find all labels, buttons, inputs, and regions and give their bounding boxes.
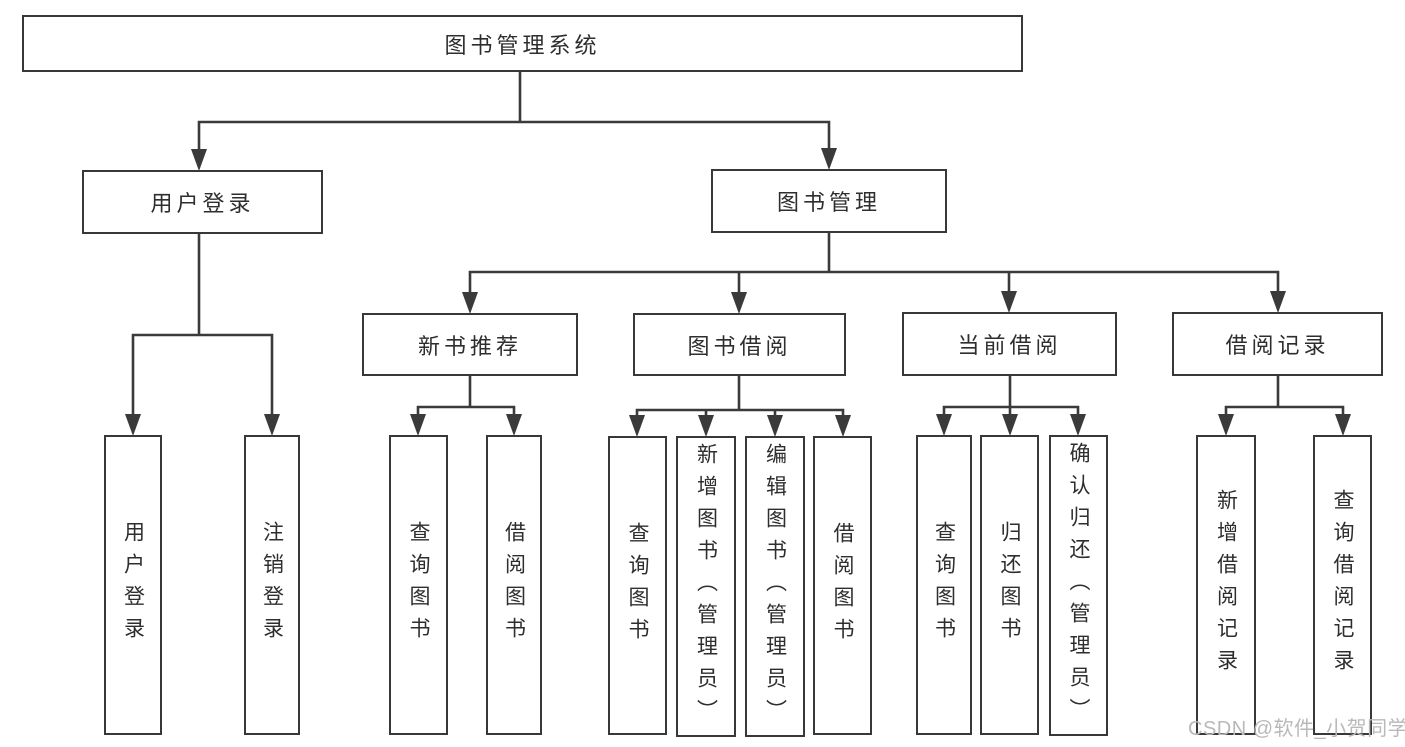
- leaf-cb-query-books: 查询图书: [916, 435, 972, 735]
- leaf-cb-return-books: 归还图书: [980, 435, 1039, 735]
- connector-newbook-to-leaves: [410, 374, 522, 436]
- connector-currentborrow-to-leaves: [936, 374, 1086, 436]
- node-current-borrowing: 当前借阅: [902, 312, 1117, 376]
- leaf-nr-borrow-books: 借阅图书: [486, 435, 542, 735]
- leaf-user-login: 用户登录: [104, 435, 162, 735]
- leaf-br-add-record: 新增借阅记录: [1196, 435, 1256, 735]
- leaf-bb-add-books-admin: 新增图书（管理员）: [676, 436, 736, 737]
- connector-records-to-leaves: [1218, 374, 1351, 436]
- leaf-bb-borrow-books: 借阅图书: [813, 436, 872, 735]
- node-book-borrowing: 图书借阅: [633, 313, 846, 376]
- connector-bookmgmt-to-level3: [462, 231, 1286, 314]
- connector-root-to-level2: [191, 70, 837, 171]
- leaf-nr-query-books: 查询图书: [389, 435, 448, 735]
- node-new-book-recommend: 新书推荐: [362, 313, 578, 376]
- csdn-watermark: CSDN @软件_小贺同学: [1188, 718, 1405, 740]
- leaf-cb-confirm-return-admin: 确认归还（管理员）: [1049, 435, 1108, 736]
- node-book-management: 图书管理: [711, 169, 947, 233]
- connector-borrowing-to-leaves: [629, 374, 851, 437]
- node-borrowing-records: 借阅记录: [1172, 312, 1383, 376]
- leaf-bb-query-books: 查询图书: [608, 436, 667, 735]
- connector-userlogin-to-leaves: [125, 232, 280, 436]
- node-root-system: 图书管理系统: [22, 15, 1023, 72]
- leaf-br-query-record: 查询借阅记录: [1313, 435, 1372, 735]
- leaf-bb-edit-books-admin: 编辑图书（管理员）: [745, 436, 805, 737]
- node-user-login: 用户登录: [82, 170, 323, 234]
- leaf-logout: 注销登录: [244, 435, 300, 735]
